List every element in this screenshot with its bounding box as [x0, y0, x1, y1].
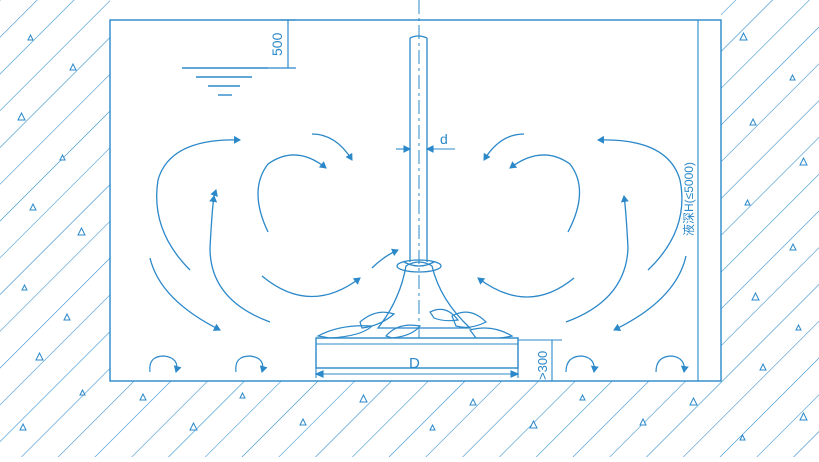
circulation-arrows-left	[149, 133, 399, 331]
aggregate-triangle	[29, 202, 37, 211]
aggregate-triangle	[69, 62, 77, 71]
impeller-hub	[376, 259, 472, 329]
shaft-dimension-label: d	[440, 131, 448, 147]
aggregate-triangle	[739, 433, 746, 441]
aggregate-triangle	[639, 417, 647, 426]
top-dimension	[268, 19, 296, 69]
height-dimension	[690, 19, 721, 382]
impeller-dimension-label: D	[409, 355, 420, 372]
top-dimension-label: 500	[269, 32, 285, 56]
aggregate-triangle	[799, 411, 808, 421]
circulation-arrows-right	[477, 133, 687, 331]
water-surface-symbol	[182, 67, 268, 96]
aggregate-triangle	[789, 73, 796, 81]
aggregate-triangle	[27, 33, 34, 41]
aggregate-triangle	[744, 198, 751, 206]
shaft-dimension	[396, 145, 455, 153]
aggregate-triangle	[579, 393, 586, 401]
aggregate-triangle	[429, 423, 436, 431]
aggregate-triangle	[19, 422, 27, 431]
impeller-base	[315, 337, 519, 369]
aggregate-triangles	[17, 31, 808, 441]
aggregate-triangle	[17, 111, 26, 121]
mixer-shaft	[409, 35, 428, 262]
aggregate-triangle	[789, 242, 797, 251]
aggregate-triangle	[469, 397, 477, 406]
bottom-dimension	[518, 339, 564, 382]
aggregate-triangle	[739, 31, 748, 41]
impeller-dimension	[314, 368, 520, 378]
aggregate-triangle	[21, 283, 28, 291]
aggregate-triangle	[239, 391, 246, 399]
bottom-eddies	[149, 355, 689, 373]
aggregate-triangle	[359, 393, 368, 403]
height-dimension-label: 液深H(≤5000)	[681, 162, 696, 236]
aggregate-triangle	[749, 117, 757, 126]
aggregate-triangle	[79, 388, 86, 396]
bottom-dimension-label: >300	[535, 351, 550, 380]
aggregate-triangle	[35, 351, 44, 361]
aggregate-triangle	[59, 153, 66, 161]
aggregate-triangle	[751, 291, 760, 301]
aggregate-triangle	[529, 419, 538, 429]
aggregate-triangle	[77, 226, 86, 236]
aggregate-triangle	[189, 421, 198, 431]
aggregate-triangle	[759, 362, 767, 371]
aggregate-triangle	[63, 312, 71, 321]
aggregate-triangle	[689, 396, 698, 406]
impeller-blades	[316, 308, 514, 340]
aggregate-triangle	[795, 323, 802, 331]
tank-outline	[109, 19, 722, 382]
aggregate-triangle	[299, 417, 307, 426]
aggregate-triangle	[799, 156, 808, 166]
aggregate-triangle	[139, 392, 147, 401]
